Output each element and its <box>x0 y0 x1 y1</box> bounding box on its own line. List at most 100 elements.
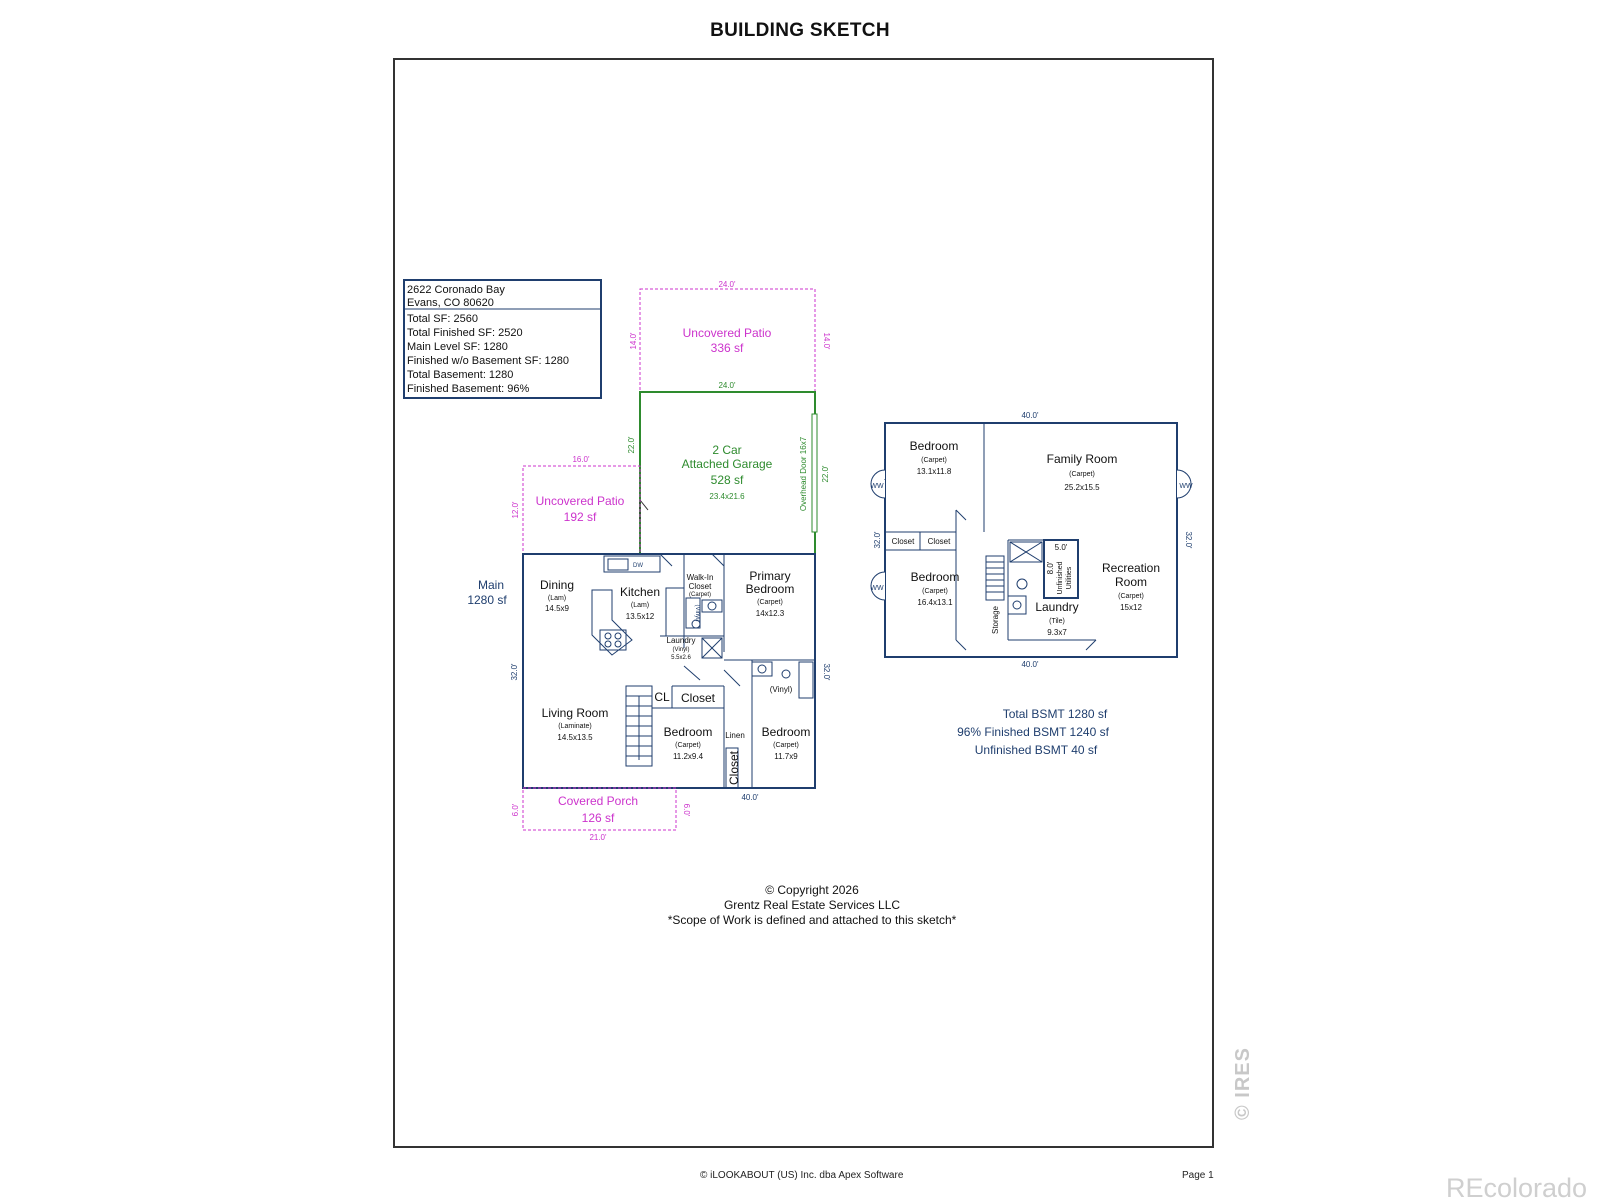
bedroom2-name: Bedroom <box>664 725 713 739</box>
recreation-line2: Room <box>1115 575 1147 589</box>
total-finished-sf: Total Finished SF: 2520 <box>407 327 523 339</box>
patio-top-name: Uncovered Patio <box>683 326 772 340</box>
main-level-label: Main <box>478 578 504 592</box>
copyright-line1: © Copyright 2026 <box>765 883 859 897</box>
living-room-name: Living Room <box>542 706 609 720</box>
garage-size: 23.4x21.6 <box>709 492 745 501</box>
unfinished-dim-left: 8.0' <box>1046 561 1055 574</box>
unfinished-dim-top: 5.0' <box>1055 543 1068 552</box>
bsmt-closet1: Closet <box>892 537 915 546</box>
bsmt-summary-total: Total BSMT 1280 sf <box>1003 707 1108 721</box>
patio-left-name: Uncovered Patio <box>536 494 625 508</box>
main-dim-bottom: 40.0' <box>741 793 759 802</box>
bsmt-dim-top: 40.0' <box>1021 411 1039 420</box>
property-info-box: 2622 Coronado Bay Evans, CO 80620 Total … <box>403 279 602 399</box>
bsmt-laundry-floor: (Tile) <box>1049 618 1065 625</box>
laundry-name: Laundry <box>667 636 696 645</box>
finished-wo-basement-sf: Finished w/o Basement SF: 1280 <box>407 355 569 367</box>
bsmt-laundry-name: Laundry <box>1035 600 1078 614</box>
bsmt-laundry-size: 9.3x7 <box>1047 628 1067 637</box>
linen-label: Linen <box>725 731 745 740</box>
kitchen-name: Kitchen <box>620 585 660 599</box>
footer-copyright: © iLOOKABOUT (US) Inc. dba Apex Software <box>700 1170 904 1181</box>
closet-vertical-label: Closet <box>727 750 741 785</box>
unfinished-line1: Unfinished <box>1057 561 1064 594</box>
address-line2: Evans, CO 80620 <box>407 297 494 309</box>
cl-label: CL <box>654 690 670 704</box>
basement-labels: 40.0' 40.0' 32.0' 32.0' WW WW WW Bedroom… <box>870 411 1193 757</box>
storage-label: Storage <box>991 605 1000 634</box>
total-sf: Total SF: 2560 <box>407 313 478 325</box>
patio-top-dim-right: 14.0' <box>822 332 831 350</box>
bath-vinyl-label: (Vinyl) <box>694 605 700 622</box>
sketch-frame <box>393 58 1214 1148</box>
porch-area: 126 sf <box>582 811 615 825</box>
total-basement: Total Basement: 1280 <box>407 369 513 381</box>
bsmt-summary-finished: 96% Finished BSMT 1240 sf <box>957 725 1110 739</box>
page-title: BUILDING SKETCH <box>710 20 890 41</box>
garage-dim-left: 22.0' <box>627 436 636 454</box>
living-room-floor: (Laminate) <box>558 723 591 730</box>
recreation-floor: (Carpet) <box>1118 593 1144 600</box>
laundry-floor: (Vinyl) <box>673 647 690 653</box>
finished-basement: Finished Basement: 96% <box>407 383 530 395</box>
family-room-size: 25.2x15.5 <box>1064 483 1100 492</box>
dining-size: 14.5x9 <box>545 604 570 613</box>
laundry-size: 5.5x2.6 <box>671 655 691 661</box>
primary-bedroom-line2: Bedroom <box>746 582 795 596</box>
bsmt-bedroom-bottom-floor: (Carpet) <box>922 588 948 595</box>
dining-floor: (Lam) <box>548 595 566 602</box>
dishwasher-label: DW <box>633 563 643 569</box>
porch-dim-bottom: 21.0' <box>589 833 607 842</box>
bsmt-summary-unfinished: Unfinished BSMT 40 sf <box>975 743 1098 757</box>
uncovered-patio-top: 24.0' Uncovered Patio 336 sf 14.0' 14.0' <box>629 280 831 393</box>
basement-walls <box>884 422 1178 658</box>
main-dim-left: 32.0' <box>510 663 519 681</box>
uncovered-patio-left: 16.0' 12.0' Uncovered Patio 192 sf <box>511 455 641 555</box>
primary-bedroom-size: 14x12.3 <box>756 609 785 618</box>
patio-left-dim-top: 16.0' <box>572 455 590 464</box>
bedroom2-size: 11.2x9.4 <box>673 752 704 761</box>
primary-bedroom-floor: (Carpet) <box>757 599 783 606</box>
garage-line2: Attached Garage <box>682 457 773 471</box>
ww-left-top: WW <box>870 483 884 490</box>
walk-in-floor: (Carpet) <box>689 592 711 598</box>
garage-line1: 2 Car <box>712 443 741 457</box>
bedroom2-floor: (Carpet) <box>675 742 701 749</box>
bath2-floor: (Vinyl) <box>770 685 793 694</box>
kitchen-floor: (Lam) <box>631 602 649 609</box>
unfinished-line2: Utilities <box>1066 566 1073 589</box>
porch-dim-left: 6.0' <box>511 803 520 816</box>
family-room-floor: (Carpet) <box>1069 471 1095 478</box>
recreation-line1: Recreation <box>1102 561 1160 575</box>
porch-dim-right: 6.0' <box>682 804 691 817</box>
bsmt-bedroom-top-size: 13.1x11.8 <box>917 467 952 476</box>
kitchen-size: 13.5x12 <box>626 612 655 621</box>
patio-top-dim-top: 24.0' <box>718 280 736 289</box>
family-room-name: Family Room <box>1047 452 1118 466</box>
dining-name: Dining <box>540 578 574 592</box>
ww-left-bottom: WW <box>870 585 884 592</box>
patio-top-dim-left: 14.0' <box>629 332 638 350</box>
bedroom3-floor: (Carpet) <box>773 742 799 749</box>
garage-area: 528 sf <box>711 473 744 487</box>
walk-in-line1: Walk-In <box>687 573 714 582</box>
bsmt-dim-left: 32.0' <box>873 531 882 549</box>
porch-name: Covered Porch <box>558 794 638 808</box>
garage-dim-top: 24.0' <box>718 381 736 390</box>
main-level-area: 1280 sf <box>467 593 507 607</box>
bsmt-bedroom-bottom-size: 16.4x13.1 <box>917 598 953 607</box>
primary-bedroom-line1: Primary <box>749 569 790 583</box>
bedroom3-name: Bedroom <box>762 725 811 739</box>
overhead-door-label: Overhead Door 16x7 <box>799 436 808 511</box>
walk-in-line2: Closet <box>689 582 712 591</box>
patio-top-area: 336 sf <box>711 341 744 355</box>
main-level-labels: Main 1280 sf 32.0' 32.0' 40.0' Dining (L… <box>467 569 831 802</box>
basement-fixtures <box>870 469 1192 651</box>
bedroom3-size: 11.7x9 <box>774 752 798 761</box>
bsmt-dim-bottom: 40.0' <box>1021 660 1039 669</box>
patio-left-area: 192 sf <box>564 510 597 524</box>
bsmt-bedroom-top-name: Bedroom <box>910 439 959 453</box>
copyright-line2: Grentz Real Estate Services LLC <box>724 898 900 912</box>
attached-garage: 24.0' 2 Car Attached Garage 528 sf 23.4x… <box>627 381 830 555</box>
